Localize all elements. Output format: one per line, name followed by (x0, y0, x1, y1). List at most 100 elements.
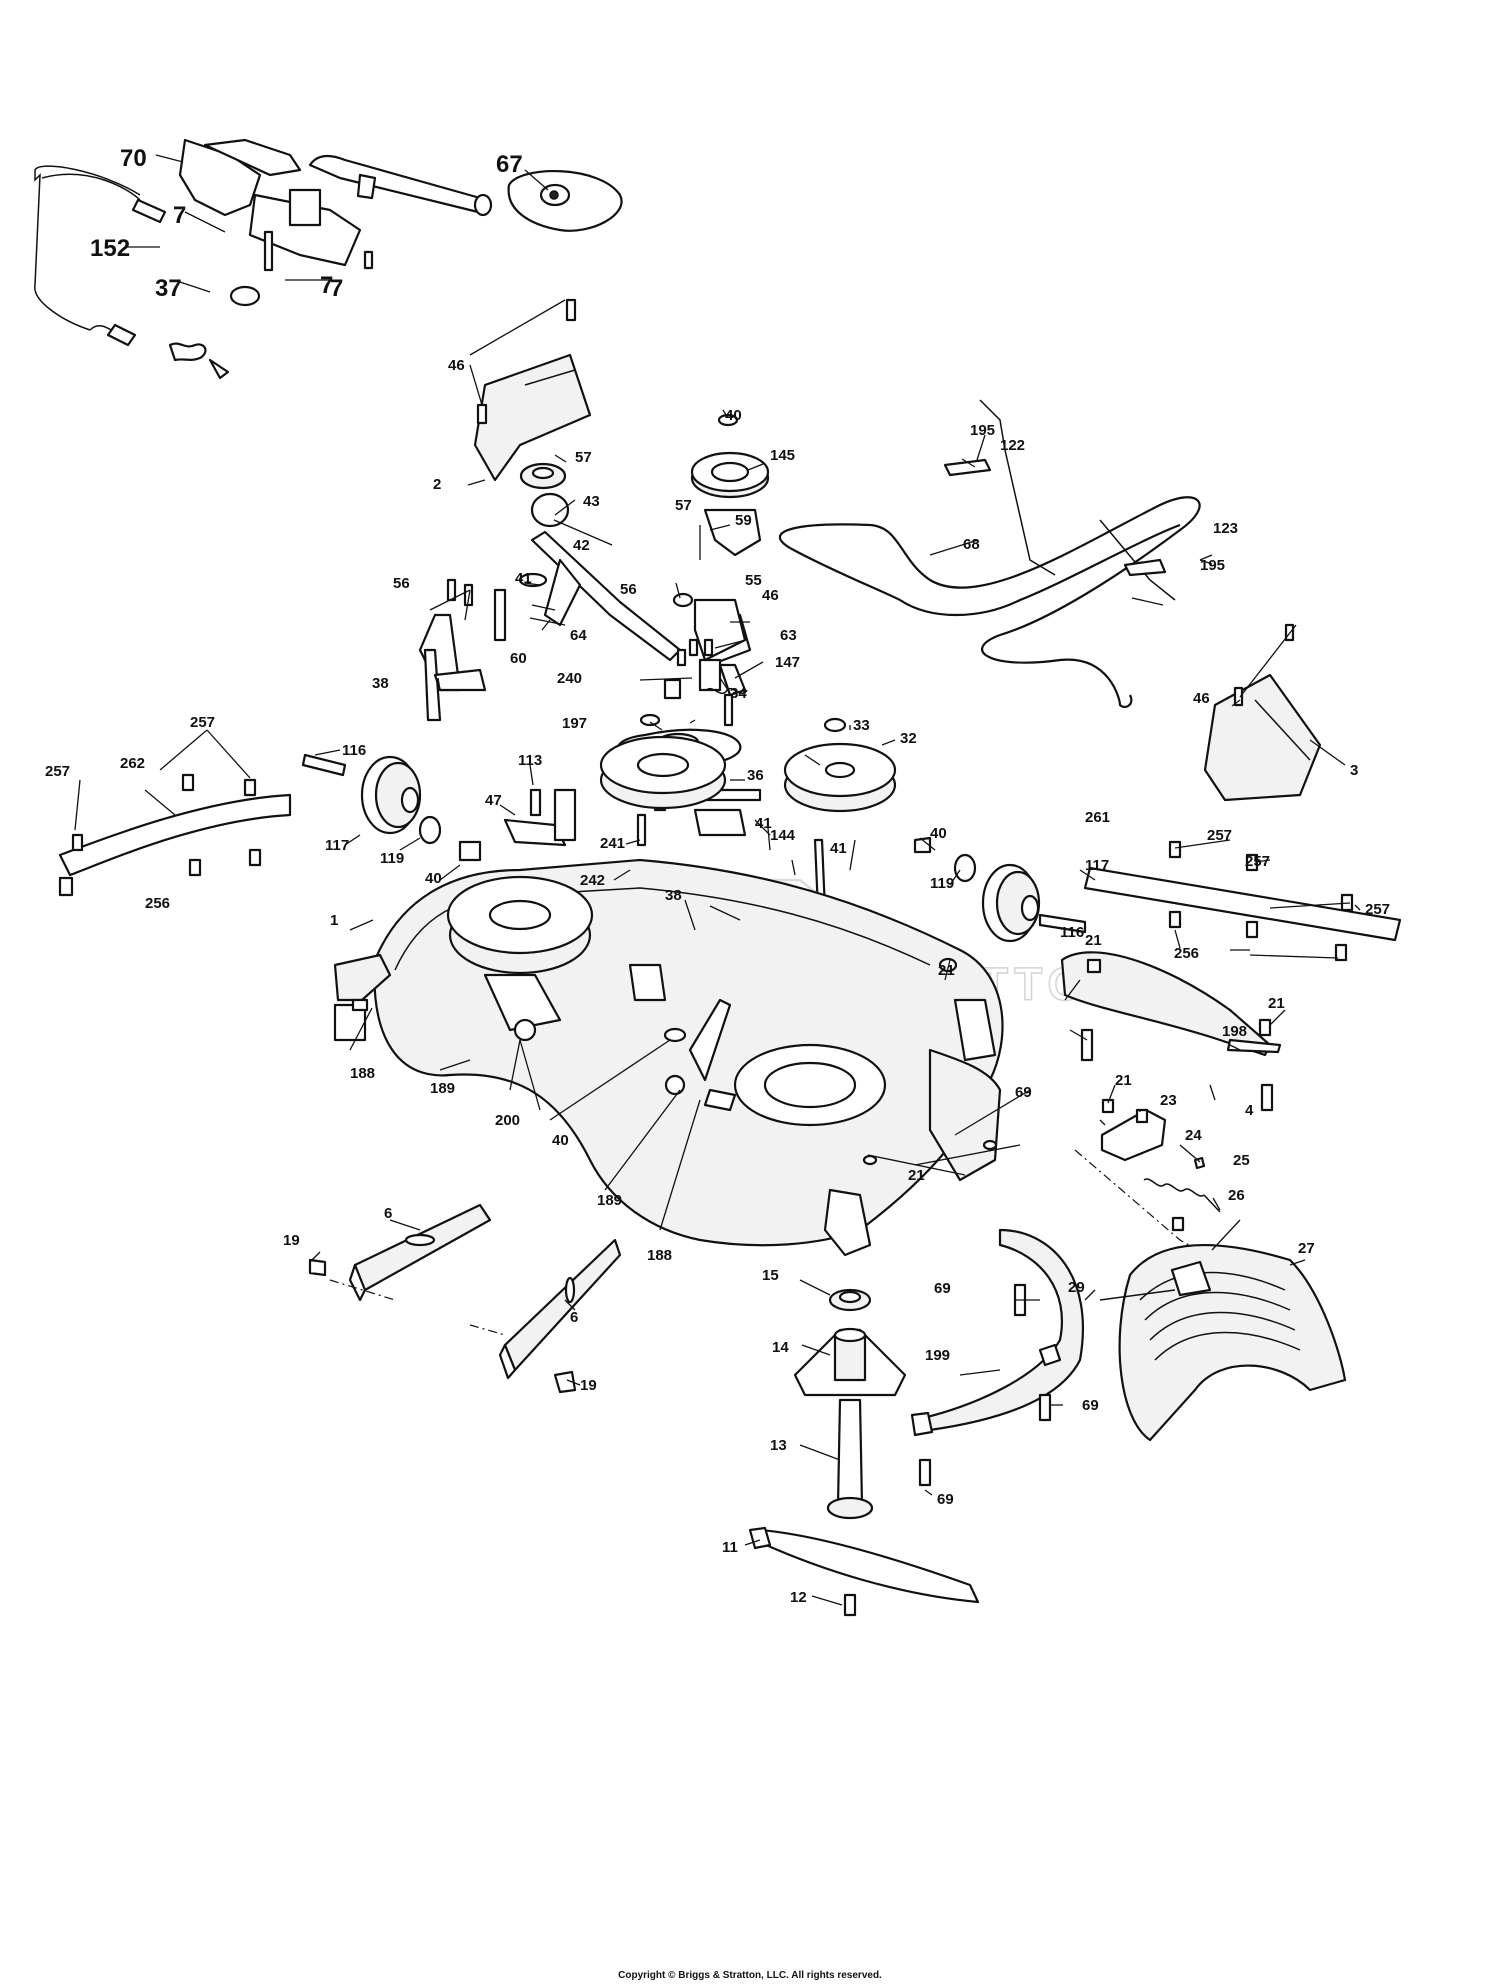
callout-15: 15 (762, 1267, 779, 1284)
callout-144: 144 (770, 827, 796, 844)
callout-47: 47 (485, 792, 502, 809)
front-hanger-brackets (308, 1203, 622, 1394)
callout-13: 13 (770, 1437, 787, 1454)
right-baffle-hardware (1060, 951, 1282, 1312)
callout-3: 3 (1350, 762, 1358, 779)
callout-41-c: 41 (830, 840, 847, 857)
callout-195: 195 (970, 422, 995, 439)
callout-6: 6 (384, 1205, 392, 1222)
callout-43: 43 (583, 493, 600, 510)
leader-lines (74, 154, 1361, 1606)
mower-deck (333, 858, 1004, 1257)
callout-116-b: 116 (1060, 924, 1084, 941)
callout-21-d: 21 (1115, 1072, 1132, 1089)
callout-197: 197 (562, 715, 587, 732)
callout-40-d: 40 (552, 1132, 569, 1149)
drive-belt (778, 399, 1201, 709)
callout-40: 40 (725, 407, 742, 424)
callout-257-b: 257 (45, 763, 70, 780)
callout-256-b: 256 (145, 895, 170, 912)
callout-68: 68 (963, 536, 980, 553)
stabilizer-bars (58, 773, 1402, 962)
callout-23: 23 (1160, 1092, 1177, 1109)
belt-cover-right (1203, 623, 1322, 802)
callout-38: 38 (372, 675, 389, 692)
idler-pulley-145 (690, 413, 770, 557)
callout-11: 11 (722, 1539, 738, 1556)
callout-119: 119 (380, 850, 404, 867)
callout-69-b: 69 (934, 1280, 951, 1297)
callout-26: 26 (1228, 1187, 1245, 1204)
callout-240: 240 (557, 670, 582, 687)
callout-56: 41 (515, 570, 532, 587)
callout-37: 37 (155, 275, 182, 302)
callout-241: 241 (600, 835, 625, 852)
callout-257-c: 257 (1207, 827, 1232, 844)
callout-46-b: 46 (762, 587, 779, 604)
callout-200: 200 (495, 1112, 520, 1129)
baffle-199 (910, 1228, 1085, 1487)
discharge-chute (1099, 1243, 1347, 1442)
bracket-47 (503, 788, 577, 847)
callout-198: 198 (1222, 1023, 1247, 1040)
callout-6-b: 6 (570, 1309, 578, 1326)
callout-7: 7 (173, 202, 186, 229)
callout-60: 60 (510, 650, 527, 667)
callout-189: 189 (430, 1080, 455, 1097)
callout-42: 42 (573, 537, 590, 554)
callout-57: 57 (575, 449, 592, 466)
callout-21: 21 (1085, 932, 1102, 949)
callout-labels: 70 67 7 7 152 37 7 46 2 57 43 42 40 145 … (45, 145, 1390, 1606)
callout-40-c: 40 (930, 825, 947, 842)
callout-147: 147 (775, 654, 800, 671)
callout-29: 29 (1068, 1279, 1085, 1296)
callout-261: 261 (1085, 809, 1110, 826)
callout-4: 4 (1245, 1102, 1254, 1119)
copyright-notice: Copyright © Briggs & Stratton, LLC. All … (618, 1970, 882, 1981)
callout-46-c: 46 (1193, 690, 1210, 707)
callout-2: 2 (433, 476, 441, 493)
spring-bracket (676, 598, 747, 667)
callout-38-b: 38 (665, 887, 682, 904)
callout-64: 64 (570, 627, 587, 644)
callout-7-c: 7 (330, 275, 343, 302)
callout-123: 123 (1213, 520, 1238, 537)
callout-242: 242 (580, 872, 605, 889)
callout-57-b: 57 (675, 497, 692, 514)
callout-14: 14 (772, 1339, 789, 1356)
callout-7-b: 7 (320, 272, 333, 299)
callout-40-b: 40 (425, 870, 442, 887)
callout-256: 256 (1174, 945, 1199, 962)
callout-41-b: 41 (755, 815, 772, 832)
callout-257: 257 (190, 714, 215, 731)
callout-55: 55 (745, 572, 762, 589)
callout-195-b: 195 (1200, 557, 1225, 574)
callout-145: 145 (770, 447, 795, 464)
callout-27: 27 (1298, 1240, 1315, 1257)
callout-32: 32 (900, 730, 917, 747)
callout-33: 33 (853, 717, 870, 734)
blade-spindle (748, 1288, 980, 1617)
gauge-wheels (301, 753, 1087, 943)
callout-69-c: 69 (1082, 1397, 1099, 1414)
callout-25: 25 (1233, 1152, 1250, 1169)
callout-67: 67 (496, 151, 523, 178)
callout-262: 262 (120, 755, 145, 772)
callout-21-e: 21 (908, 1167, 925, 1184)
callout-199: 199 (925, 1347, 950, 1364)
callout-188: 188 (350, 1065, 375, 1082)
callout-257-e: 257 (1365, 901, 1390, 918)
callout-24: 24 (1185, 1127, 1202, 1144)
callout-36: 36 (747, 767, 764, 784)
callout-19: 19 (283, 1232, 300, 1249)
callout-46: 46 (448, 357, 465, 374)
callout-21-c: 21 (1268, 995, 1285, 1012)
callout-189-b: 189 (597, 1192, 622, 1209)
callout-152: 152 (90, 235, 130, 262)
callout-257-d: 257 (1245, 853, 1270, 870)
callout-70: 70 (120, 145, 147, 172)
belt-cover-left (473, 298, 592, 482)
callout-116: 116 (342, 742, 366, 759)
lift-lever-assembly (34, 138, 623, 380)
